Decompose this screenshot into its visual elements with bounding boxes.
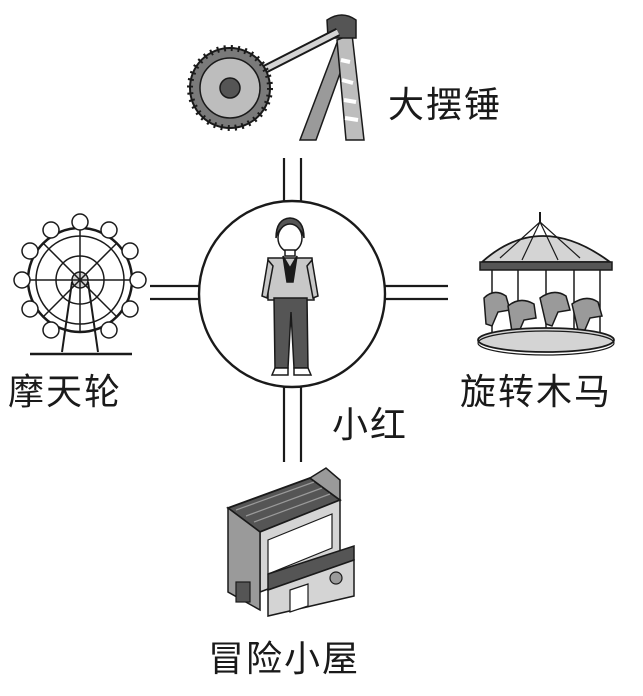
label-carousel: 旋转木马 [460,372,613,413]
pendulum-ride-icon [187,14,365,141]
adventure-house-icon [226,467,355,617]
roads [150,158,448,462]
label-adventure-house: 冒险小屋 [208,639,361,680]
label-person-name: 小红 [332,405,409,446]
carousel-icon [477,212,615,356]
girl-figure [261,217,319,376]
label-pendulum-ride: 大摆锤 [388,85,503,126]
label-ferris-wheel: 摩天轮 [8,372,123,413]
ferris-wheel-icon [13,213,147,356]
